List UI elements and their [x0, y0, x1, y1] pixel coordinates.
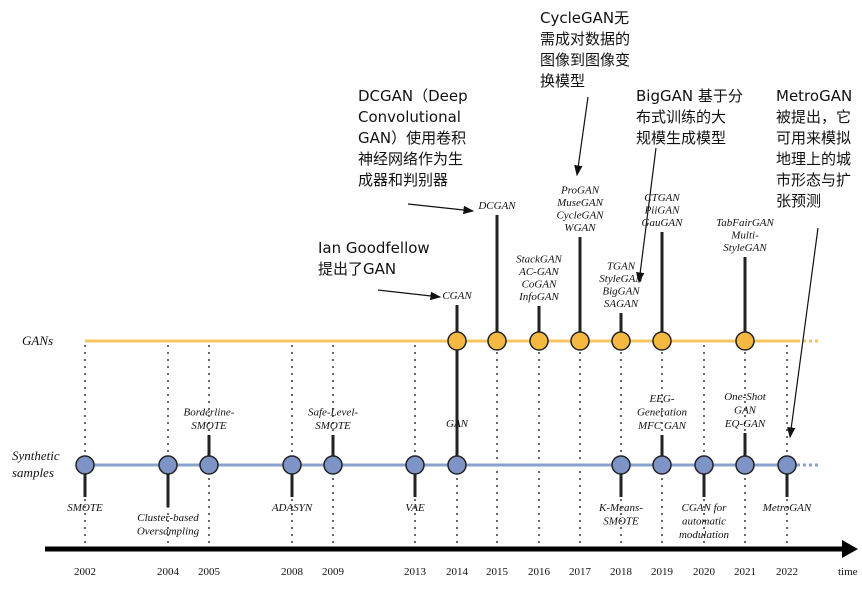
annotation-dcgan: DCGAN（Deep Convolutional GAN）使用卷积 神经网络作为…	[358, 87, 468, 189]
synthetic-node-2013	[405, 455, 425, 475]
annotation-biggan: BigGAN 基于分 布式训练的大 规模生成模型	[636, 87, 743, 147]
time-axis-arrowhead	[842, 540, 858, 558]
year-label-2020: 2020	[693, 566, 716, 578]
synthetic-node-2021	[735, 455, 755, 475]
year-label-2013: 2013	[404, 566, 427, 578]
gans-label-2014: CGAN	[442, 290, 472, 302]
synthetic-node-2018	[611, 455, 631, 475]
gans-node-2016	[529, 331, 549, 351]
arrow-metrogan-note	[787, 227, 819, 439]
annotation-cyclegan: CycleGAN无 需成对数据的 图像到图像变 换模型	[540, 9, 631, 90]
gans-node-2018	[611, 331, 631, 351]
synthetic-label-2013: VAE	[405, 502, 425, 514]
time-axis-label: time	[838, 566, 858, 578]
year-label-2014: 2014	[446, 566, 469, 578]
synthetic-label-2014: GAN	[446, 418, 469, 430]
synthetic-node-2020	[694, 455, 714, 475]
gans-node-2015	[487, 331, 507, 351]
synthetic-node-2004	[158, 455, 178, 475]
synthetic-label-2002: SMOTE	[67, 502, 103, 514]
gans-node-2019	[652, 331, 672, 351]
year-label-2016: 2016	[528, 566, 551, 578]
year-label-2004: 2004	[157, 566, 180, 578]
annotation-goodfellow: Ian Goodfellow 提出了GAN	[318, 239, 430, 278]
synthetic-label-2022: MetroGAN	[762, 502, 812, 514]
year-label-2002: 2002	[74, 566, 96, 578]
year-label-2019: 2019	[651, 566, 674, 578]
synthetic-node-2008	[282, 455, 302, 475]
year-label-2015: 2015	[486, 566, 509, 578]
gans-node-2014	[447, 331, 467, 351]
arrow-cyclegan-note	[574, 96, 589, 177]
year-label-2009: 2009	[322, 566, 345, 578]
year-label-2008: 2008	[281, 566, 304, 578]
synthetic-node-2009	[323, 455, 343, 475]
year-label-2005: 2005	[198, 566, 221, 578]
synthetic-node-2005	[199, 455, 219, 475]
synthetic-label-2005: Borderline-SMOTE	[184, 407, 235, 433]
synthetic-node-2019	[652, 455, 672, 475]
synthetic-node-2022	[777, 455, 797, 475]
arrow-dcgan-note-to-dcgan	[407, 203, 475, 215]
gans-node-2017	[570, 331, 590, 351]
year-label-2022: 2022	[776, 566, 798, 578]
year-label-2017: 2017	[569, 566, 592, 578]
arrow-biggan-note	[636, 147, 657, 284]
synthetic-node-2002	[75, 455, 95, 475]
annotation-metrogan: MetroGAN 被提出，它 可用来模拟 地理上的城 市形态与扩 张预测	[776, 87, 853, 210]
synthetic-label-2008: ADASYN	[271, 502, 313, 514]
year-label-2021: 2021	[734, 566, 756, 578]
synthetic-label-2009: Safe-Level-SMOTE	[308, 407, 358, 433]
gans-row-label: GANs	[22, 333, 53, 348]
synthetic-label-2018: K-Means-SMOTE	[598, 502, 643, 528]
gans-node-2021	[735, 331, 755, 351]
synthetic-node-2014	[447, 455, 467, 475]
year-label-2018: 2018	[610, 566, 633, 578]
gans-label-2015: DCGAN	[477, 200, 516, 212]
arrow-goodfellow-to-cgan	[377, 289, 442, 301]
